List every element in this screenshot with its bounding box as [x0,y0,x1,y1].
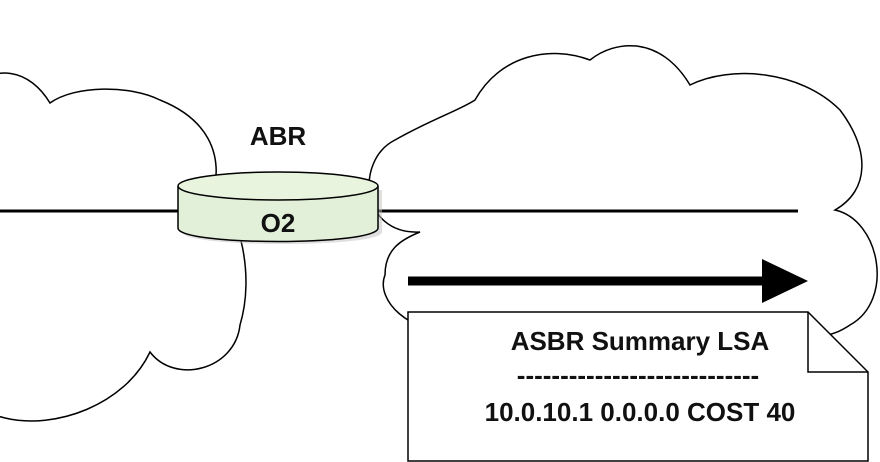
arrowhead-icon [762,259,808,303]
lsa-note-fold [807,312,868,373]
router-role-label: ABR [250,121,307,151]
lsa-note-shape [407,311,869,462]
router-body [177,186,379,243]
router-name: O2 [261,208,296,238]
lsa-note-entry: 10.0.10.1 0.0.0.0 COST 40 [485,397,796,427]
lsa-note-title: ASBR Summary LSA [511,326,770,356]
lsa-flood-arrow [408,259,808,303]
lsa-note-divider: ---------------------------- [517,360,759,390]
router-o2[interactable]: O2 [177,171,382,244]
router-top [177,171,379,201]
lsa-note: ASBR Summary LSA -----------------------… [407,311,869,462]
left-area-cloud [0,72,247,422]
